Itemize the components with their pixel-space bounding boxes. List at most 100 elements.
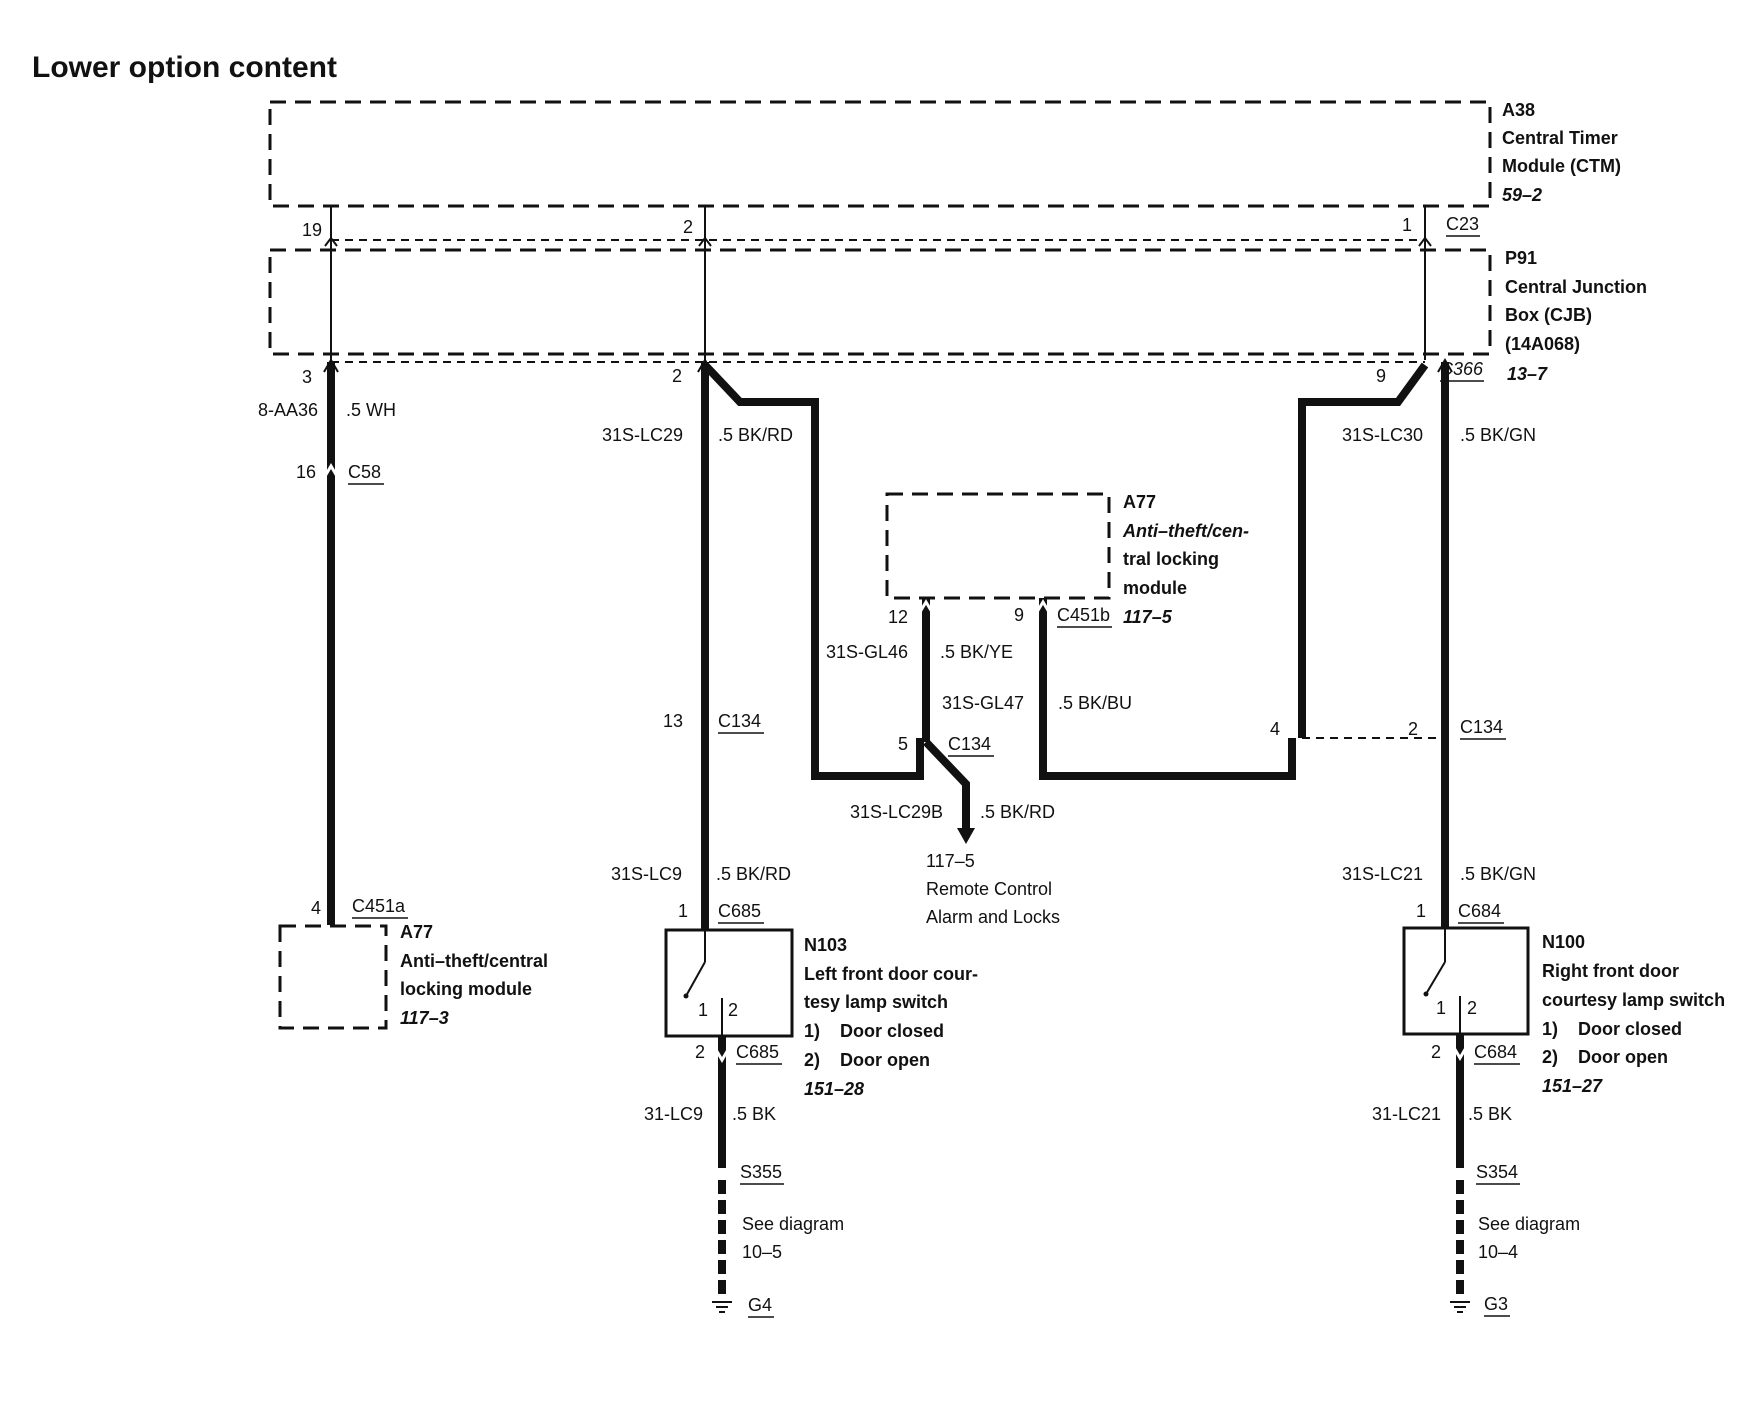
wire-gl46-circuit: 31S-GL46 — [826, 642, 908, 662]
n103-name-line1: Left front door cour- — [804, 964, 978, 984]
pin-arrow — [323, 358, 339, 373]
n100-name-line1: Right front door — [1542, 961, 1679, 981]
n103-pin-1: 1 — [678, 901, 688, 921]
see-diagram-right: See diagram — [1478, 1214, 1580, 1234]
cjb-ref: 13–7 — [1507, 364, 1548, 384]
n100-item1-num: 1) — [1542, 1019, 1558, 1039]
a77-center-id: A77 — [1123, 492, 1156, 512]
a77-left-ref: 117–3 — [400, 1008, 449, 1028]
see-diagram-left-ref: 10–5 — [742, 1242, 782, 1262]
cjb-id: P91 — [1505, 248, 1537, 268]
pin-arrow — [1035, 599, 1051, 613]
pin-arrow — [1437, 358, 1453, 373]
n103-contact-1: 1 — [698, 1000, 708, 1020]
c366-connector-label: C366 — [1440, 359, 1484, 379]
wire-lc9g-circuit: 31-LC9 — [644, 1104, 703, 1124]
wire-arrow-head — [957, 828, 975, 844]
c134-pin-5: 5 — [898, 734, 908, 754]
wire-lc9g-spec: .5 BK — [732, 1104, 776, 1124]
wire-lc29-circuit: 31S-LC29 — [602, 425, 683, 445]
c451b-connector-label: C451b — [1057, 605, 1110, 625]
ctm-module-box — [268, 100, 1492, 208]
pin-arrow — [324, 236, 338, 247]
n103-switch-box — [664, 928, 794, 1038]
wire-lc21-circuit: 31S-LC21 — [1342, 864, 1423, 884]
wire-lc30-circuit: 31S-LC30 — [1342, 425, 1423, 445]
c58-connector-label: C58 — [348, 462, 381, 482]
n103-switch-lever — [685, 961, 706, 997]
remote-ref-line2: Alarm and Locks — [926, 907, 1060, 927]
c134-pin-13: 13 — [663, 711, 683, 731]
ctm-id: A38 — [1502, 100, 1535, 120]
wire-gl46-spec: .5 BK/YE — [940, 642, 1013, 662]
n100-name-line2: courtesy lamp switch — [1542, 990, 1725, 1010]
wire-lc29-spec: .5 BK/RD — [718, 425, 793, 445]
cjb-module-box — [268, 248, 1492, 356]
wire-31S-GL47 — [1039, 598, 1296, 780]
ctm-pin-19: 19 — [302, 220, 322, 240]
c134-connector-label-right: C134 — [1460, 717, 1503, 737]
n103-pin-2: 2 — [695, 1042, 705, 1062]
n100-item2-num: 2) — [1542, 1047, 1558, 1067]
c685-connector-label-bottom: C685 — [736, 1042, 779, 1062]
n100-contact-2: 2 — [1467, 998, 1477, 1018]
n100-switch-box — [1402, 926, 1530, 1036]
c451a-connector-label: C451a — [352, 896, 406, 916]
wire-lc29b-spec: .5 BK/RD — [980, 802, 1055, 822]
n103-ref: 151–28 — [804, 1079, 864, 1099]
wire-31S-LC29B — [923, 739, 970, 832]
cjb-name-line2: Box (CJB) — [1505, 305, 1592, 325]
pin-arrow — [918, 599, 934, 613]
a77-center-name-line3: module — [1123, 578, 1187, 598]
n103-id: N103 — [804, 935, 847, 955]
pin-arrow — [1451, 1045, 1469, 1061]
wire-lc9-circuit: 31S-LC9 — [611, 864, 682, 884]
n103-item1-text: Door closed — [840, 1021, 944, 1041]
cjb-pin-2: 2 — [672, 366, 682, 386]
a77-left-module-box — [278, 924, 388, 1030]
remote-ref-number: 117–5 — [926, 851, 975, 871]
a77-left-id: A77 — [400, 922, 433, 942]
n100-id: N100 — [1542, 932, 1585, 952]
pin-arrow — [322, 463, 340, 479]
c58-pin-16: 16 — [296, 462, 316, 482]
diagram-title: Lower option content — [32, 51, 337, 84]
n100-item2-text: Door open — [1578, 1047, 1668, 1067]
see-diagram-right-ref: 10–4 — [1478, 1242, 1518, 1262]
wire-lc30-spec: .5 BK/GN — [1460, 425, 1536, 445]
a77c-pin-12: 12 — [888, 607, 908, 627]
n103-contact-2: 2 — [728, 1000, 738, 1020]
s354-splice-label: S354 — [1476, 1162, 1518, 1182]
cjb-pin-3: 3 — [302, 367, 312, 387]
s355-splice-label: S355 — [740, 1162, 782, 1182]
see-diagram-left: See diagram — [742, 1214, 844, 1234]
pin-arrow — [698, 236, 712, 247]
n100-pin-1: 1 — [1416, 901, 1426, 921]
c685-connector-label-top: C685 — [718, 901, 761, 921]
wire-aa36-circuit: 8-AA36 — [258, 400, 318, 420]
wire-lc29b-circuit: 31S-LC29B — [850, 802, 943, 822]
ctm-pin-1: 1 — [1402, 215, 1412, 235]
ctm-ref: 59–2 — [1502, 185, 1542, 205]
n100-pin-2: 2 — [1431, 1042, 1441, 1062]
wire-31S-LC30-branch — [1298, 362, 1429, 738]
wire-31S-LC29-branch — [702, 362, 924, 780]
c684-connector-label-bottom: C684 — [1474, 1042, 1517, 1062]
a77-center-name-line1: Anti–theft/cen- — [1122, 521, 1249, 541]
n103-contact-dot — [683, 993, 689, 999]
ctm-name-line1: Central Timer — [1502, 128, 1618, 148]
ctm-name-line2: Module (CTM) — [1502, 156, 1621, 176]
pin-arrow — [1418, 236, 1432, 247]
ctm-pin-2: 2 — [683, 217, 693, 237]
g3-ground-label: G3 — [1484, 1294, 1508, 1314]
cjb-name-line3: (14A068) — [1505, 334, 1580, 354]
a77-left-name-line1: Anti–theft/central — [400, 951, 548, 971]
n100-contact-1: 1 — [1436, 998, 1446, 1018]
n103-item2-num: 2) — [804, 1050, 820, 1070]
wire-lc21-spec: .5 BK/GN — [1460, 864, 1536, 884]
wire-lc21g-circuit: 31-LC21 — [1372, 1104, 1441, 1124]
n100-switch-lever — [1425, 961, 1446, 995]
wire-gl47-circuit: 31S-GL47 — [942, 693, 1024, 713]
n103-item2-text: Door open — [840, 1050, 930, 1070]
